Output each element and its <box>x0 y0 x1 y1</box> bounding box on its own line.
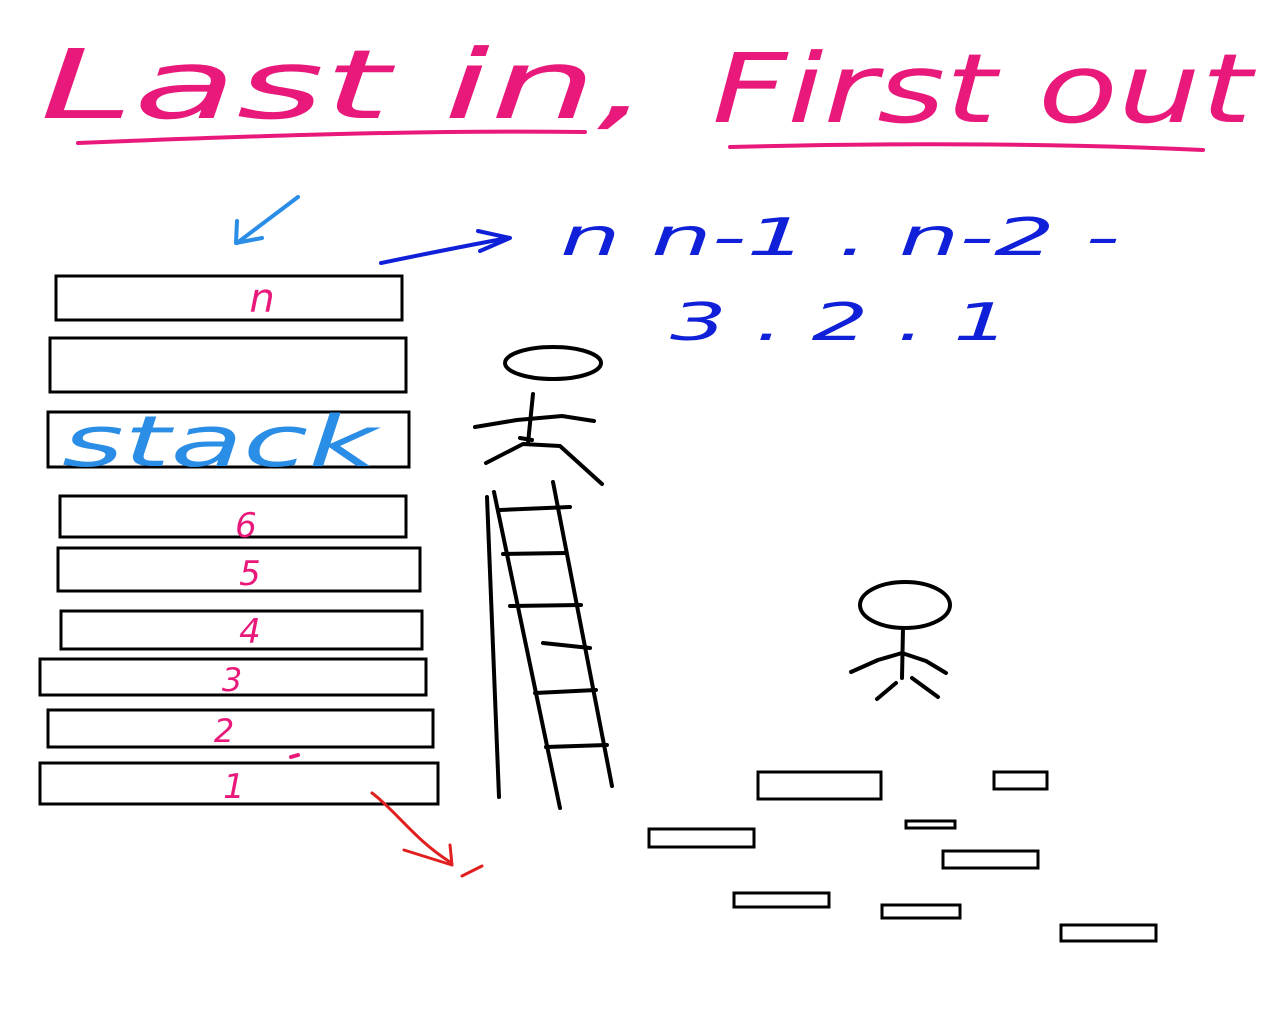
stack-box-label-1: 1 <box>223 767 245 807</box>
brick <box>647 827 756 849</box>
stack-box-label-6: 6 <box>235 506 257 546</box>
pop-order-sequence: n n-1 . n-2 - 3 . 2 . 1 <box>560 208 1120 353</box>
ladder <box>485 480 614 810</box>
scattered-bricks <box>647 770 1158 943</box>
stack-box-label-5: 5 <box>239 554 261 594</box>
brick <box>992 770 1049 791</box>
title-underline-right <box>728 142 1205 152</box>
stack-box-3 <box>38 657 428 697</box>
sequence-line-1: n n-1 . n-2 - <box>560 208 1120 268</box>
brick <box>732 891 831 909</box>
title-first-out: First out <box>712 33 1257 145</box>
stack-box-empty-2 <box>46 410 411 469</box>
pop-order-arrow <box>379 229 512 265</box>
stack-box-label-3: 3 <box>222 661 242 699</box>
stack-box-n <box>54 274 404 322</box>
brick <box>1059 923 1158 943</box>
sequence-line-2: 3 . 2 . 1 <box>670 293 1010 353</box>
title-group: Last in, First out <box>40 29 1257 152</box>
stick-figure-standing <box>849 580 952 701</box>
title-underline-left <box>76 129 587 145</box>
stack-box-label-4: 4 <box>239 612 261 652</box>
title-last-in: Last in, <box>40 29 650 141</box>
stack-box-label-2: 2 <box>214 712 234 750</box>
top-pointer-arrow <box>234 195 300 245</box>
stack: n 6 5 4 3 2 1 stack <box>38 274 440 807</box>
stack-label: stack <box>62 401 381 483</box>
brick <box>904 819 957 830</box>
stray-dot <box>289 753 300 759</box>
stack-box-6 <box>58 494 408 539</box>
stack-box-empty-1 <box>48 336 408 394</box>
stack-box-2 <box>46 708 435 749</box>
stick-figure-climbing <box>473 345 604 486</box>
stack-box-5 <box>56 546 422 593</box>
stack-box-4 <box>59 609 424 651</box>
stack-box-label-n: n <box>249 276 274 322</box>
brick <box>880 903 962 920</box>
brick <box>941 849 1040 870</box>
bottom-red-arrow <box>370 791 484 878</box>
stack-box-1 <box>38 761 440 806</box>
brick <box>756 770 883 801</box>
